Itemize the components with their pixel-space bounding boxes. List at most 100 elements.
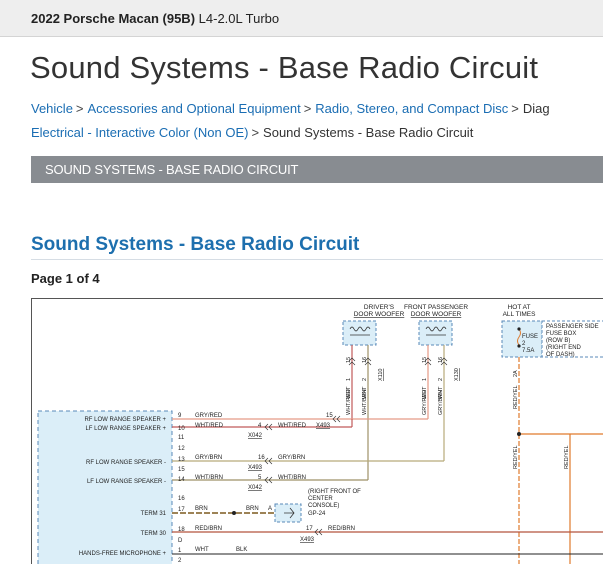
document-heading: Sound Systems - Base Radio Circuit (31, 234, 360, 255)
wire-pin-16: 16 (258, 455, 265, 461)
breadcrumb-diagrams[interactable]: Diag (522, 101, 550, 116)
pin-label-mic-plus: HANDS-FREE MICROPHONE + (79, 551, 167, 557)
wiring-diagram-svg: DRIVER'S DOOR WOOFER FRONT PASSENGER DOO… (37, 304, 603, 564)
wire-pin-17: 17 (306, 526, 313, 532)
connector-x493: X493 (248, 465, 263, 471)
section-header: SOUND SYSTEMS - BASE RADIO CIRCUIT (31, 156, 603, 183)
hot-label-2: ALL TIMES (503, 311, 537, 318)
breadcrumb-electrical[interactable]: Electrical - Interactive Color (Non OE) (31, 125, 249, 140)
wire-label-gry-brn-2: GRY/BRN (278, 455, 305, 461)
vehicle-engine: L4-2.0L Turbo (198, 11, 280, 26)
wire-pin-4: 4 (258, 423, 262, 429)
wire-16-label: 16 (362, 357, 368, 363)
ground-note-1: (RIGHT FRONT OF (308, 489, 361, 495)
pin-label-lf-minus: LF LOW RANGE SPEAKER - (87, 479, 166, 485)
wire-wht-brn-label: WHT/BRN (362, 389, 368, 415)
wire-pin-a: A (268, 506, 272, 512)
pin-label-term30: TERM 30 (141, 531, 167, 537)
ground-icon (284, 507, 295, 519)
pass-woofer-label-1: FRONT PASSENGER (404, 304, 468, 311)
fuse-rating: 7.5A (522, 348, 534, 354)
breadcrumb-accessories[interactable]: Accessories and Optional Equipment (87, 101, 301, 116)
wire-gry-red-label: GRY/RED (422, 390, 428, 415)
connector-chevron-icon (314, 528, 323, 536)
section-header-label: SOUND SYSTEMS - BASE RADIO CIRCUIT (45, 162, 299, 177)
fuse-box-label-4: (RIGHT END (546, 345, 582, 351)
pin-label-rf-plus: RF LOW RANGE SPEAKER + (84, 417, 166, 423)
fuse-box (501, 320, 543, 358)
connector-chevron-icon (264, 457, 273, 465)
chevron-right-icon: > (251, 125, 260, 140)
wire-label-brn-2: BRN (246, 506, 259, 512)
connector-chevron-icon (264, 476, 273, 484)
breadcrumb-current: Sound Systems - Base Radio Circuit (263, 125, 474, 140)
pin-number: 17 (178, 507, 185, 513)
connector-x110: X110 (378, 369, 384, 381)
wire-wht-label: WHT (422, 386, 428, 399)
fuse-box-label-3: (ROW B) (546, 338, 570, 344)
ground-note-2: CENTER (308, 496, 333, 502)
wire-pin-5: 5 (258, 475, 262, 481)
pin-number: 14 (178, 477, 185, 483)
page-title: Sound Systems - Base Radio Circuit (30, 50, 539, 85)
wire-label-brn: BRN (195, 506, 208, 512)
pin-number: 12 (178, 446, 185, 452)
pin-number: 9 (178, 413, 182, 419)
wire-label-red-brn: RED/BRN (195, 526, 222, 532)
pin-number: 18 (178, 527, 185, 533)
breadcrumb-vehicle[interactable]: Vehicle (31, 101, 73, 116)
pass-woofer-box (418, 320, 453, 346)
pin-number: 15 (178, 467, 185, 473)
wire-label-blk: BLK (236, 547, 247, 553)
wire-label-wht-brn: WHT/BRN (195, 475, 223, 481)
drivers-woofer-label-1: DRIVER'S (364, 304, 395, 311)
chevron-right-icon: > (303, 101, 312, 116)
wire-pin-15: 15 (326, 413, 333, 419)
wire-label-wht-red: WHT/RED (195, 423, 224, 429)
wiring-diagram[interactable]: DRIVER'S DOOR WOOFER FRONT PASSENGER DOO… (31, 298, 603, 564)
pin-number: 2 (178, 558, 182, 564)
connector-chevron-icon (332, 415, 341, 423)
connector-x042: X042 (248, 485, 263, 491)
heading-divider (31, 259, 603, 260)
vehicle-label: 2022 Porsche Macan (95B) L4-2.0L Turbo (31, 11, 279, 26)
wire-red-yel-label: RED/YEL (513, 385, 519, 409)
splice-dot (232, 511, 236, 515)
woofer-pin-2: 2 (362, 378, 368, 381)
pin-number: 10 (178, 426, 185, 432)
pin-number: D (178, 538, 183, 544)
splice-dot (517, 432, 521, 436)
pass-woofer-label-2: DOOR WOOFER (411, 311, 462, 318)
wire-label-wht-brn-2: WHT/BRN (278, 475, 306, 481)
speaker-coil-icon (425, 326, 447, 332)
fuse-box-label-1: PASSENGER SIDE (546, 324, 599, 330)
wire-red-yel-label: RED/YEL (564, 445, 570, 469)
woofer-pin-1: 1 (346, 378, 352, 381)
wire-wht-red-label: WHT/RED (346, 389, 352, 415)
fuse-terminal (517, 327, 521, 331)
wire-label-gry-brn: GRY/BRN (195, 455, 222, 461)
hot-label-1: HOT AT (508, 304, 531, 311)
radio-module (37, 410, 173, 564)
wire-wht-label: WHT (346, 386, 352, 399)
pin-number: 1 (178, 548, 182, 554)
woofer-pin-2: 2 (438, 378, 444, 381)
wire-red-yel-label: RED/YEL (513, 445, 519, 469)
wire-label-red-brn-2: RED/BRN (328, 526, 355, 532)
vehicle-model: 2022 Porsche Macan (95B) (31, 11, 196, 26)
fuse-box-label-2: FUSE BOX (546, 331, 576, 337)
connector-x493: X493 (300, 537, 315, 543)
wire-15-label: 15 (422, 357, 428, 363)
pin-label-rf-minus: RF LOW RANGE SPEAKER - (86, 460, 166, 466)
drivers-woofer-label-2: DOOR WOOFER (354, 311, 405, 318)
fuse-box-label-5: OF DASH) (546, 352, 575, 358)
fuse-number: 2 (522, 341, 526, 347)
connector-x130: X130 (454, 368, 460, 381)
ground-note-4: GP-24 (308, 511, 326, 517)
fuse-label: FUSE (522, 334, 538, 340)
connector-chevron-icon (364, 357, 372, 366)
chevron-right-icon: > (511, 101, 519, 116)
wire-wht-label: WHT (362, 386, 368, 399)
breadcrumb-radio[interactable]: Radio, Stereo, and Compact Disc (315, 101, 509, 116)
page-indicator: Page 1 of 4 (31, 271, 100, 286)
